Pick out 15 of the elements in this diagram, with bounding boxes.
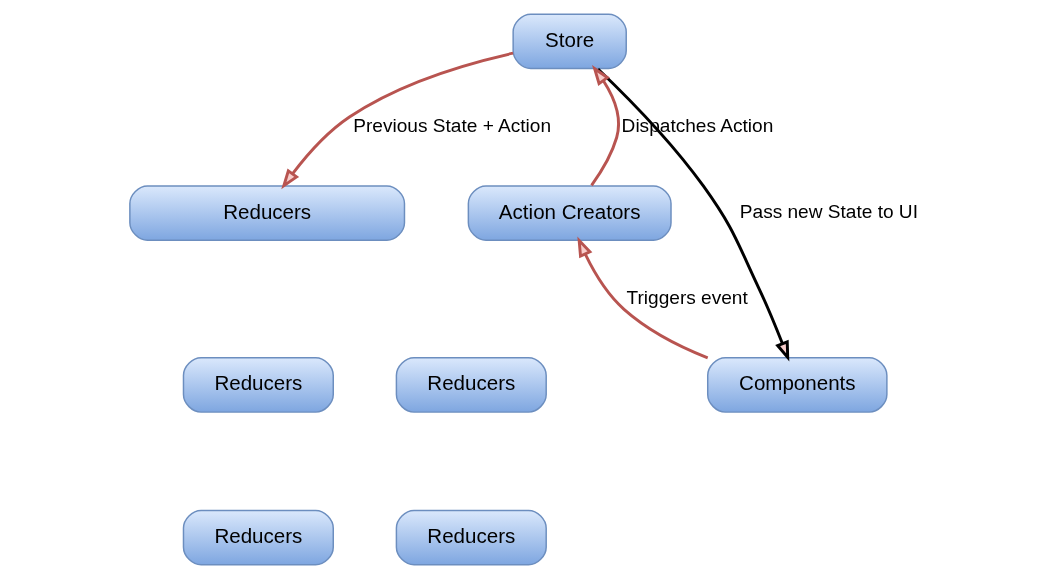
node-box: Components bbox=[707, 357, 888, 413]
edge-label: Triggers event bbox=[626, 287, 748, 309]
edge-label: Previous State + Action bbox=[353, 115, 552, 137]
node-box: Reducers bbox=[182, 357, 334, 413]
arrow bbox=[281, 51, 514, 190]
node-box: Reducers bbox=[395, 357, 547, 413]
arrow bbox=[597, 67, 790, 362]
node-box: Store bbox=[512, 13, 627, 70]
node-box: Action Creators bbox=[467, 185, 672, 242]
arrow bbox=[590, 65, 620, 187]
arrow bbox=[577, 236, 709, 360]
node-box: Reducers bbox=[182, 509, 334, 566]
node-box: Reducers bbox=[129, 185, 406, 242]
edge-label: Pass new State to UI bbox=[739, 201, 918, 223]
node-box: Reducers bbox=[395, 509, 547, 566]
